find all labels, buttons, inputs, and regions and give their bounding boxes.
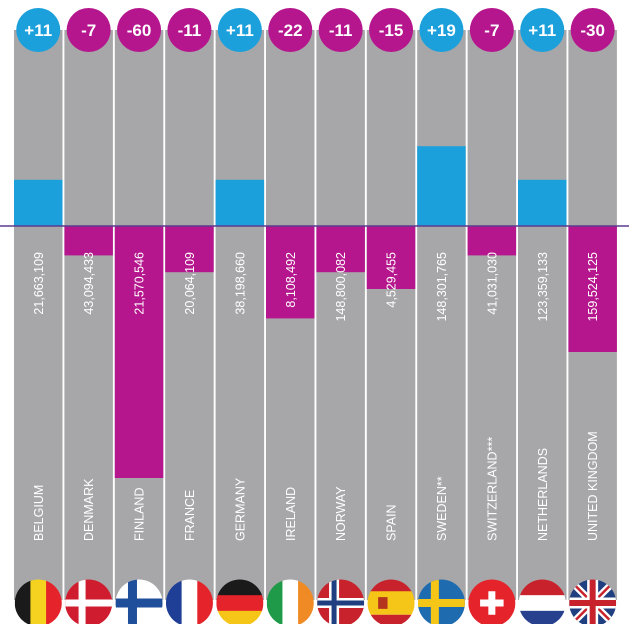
badge-label-0: +11 <box>24 21 52 40</box>
france-flag <box>165 579 213 624</box>
value-label-6: 148,800,082 <box>334 252 348 322</box>
badge-2: -60 <box>117 8 162 52</box>
value-label-8: 148,301,765 <box>435 252 449 322</box>
bar-7 <box>366 226 416 289</box>
badge-circle-2 <box>117 8 162 52</box>
column-4 <box>215 30 265 600</box>
column-3 <box>165 30 214 600</box>
value-label-4: 38,198,660 <box>233 252 247 315</box>
badge-label-5: -22 <box>278 21 303 40</box>
column-8 <box>417 30 466 600</box>
badge-7: -15 <box>369 8 414 52</box>
badge-label-8: +19 <box>427 21 456 40</box>
badge-3: -11 <box>167 8 212 52</box>
belgium-flag <box>14 579 62 624</box>
switzerland-flag <box>468 579 516 624</box>
badge-0: +11 <box>16 8 61 52</box>
value-label-5: 8,108,492 <box>284 252 298 308</box>
country-label-2: FINLAND <box>133 488 147 541</box>
country-label-6: NORWAY <box>334 486 348 541</box>
badge-circle-11 <box>570 8 615 52</box>
bar-0 <box>14 179 63 226</box>
country-label-3: FRANCE <box>183 490 197 541</box>
value-label-10: 123,359,133 <box>536 252 550 322</box>
badge-5: -22 <box>268 8 313 52</box>
country-label-10: NETHERLANDS <box>536 448 550 541</box>
value-label-11: 159,524,125 <box>586 252 600 322</box>
column-9 <box>467 30 517 600</box>
badge-circle-4 <box>217 8 262 52</box>
column-7 <box>366 30 416 600</box>
badge-circle-10 <box>520 8 565 52</box>
bar-10 <box>518 179 567 226</box>
norway-flag <box>317 579 365 624</box>
badge-6: -11 <box>318 8 363 52</box>
country-label-9: SWITZERLAND*** <box>485 437 499 541</box>
badge-label-10: +11 <box>528 21 556 40</box>
badge-11: -30 <box>570 8 615 52</box>
badge-label-9: -7 <box>484 21 499 40</box>
badge-label-7: -15 <box>379 21 404 40</box>
country-label-1: DENMARK <box>82 478 96 541</box>
country-label-0: BELGIUM <box>32 485 46 541</box>
uk-flag <box>569 579 617 624</box>
badge-label-3: -11 <box>178 21 202 40</box>
germany-flag <box>216 579 264 624</box>
country-label-11: UNITED KINGDOM <box>586 431 600 541</box>
country-label-5: IRELAND <box>284 487 298 541</box>
bar-1 <box>64 226 113 256</box>
badge-circle-7 <box>369 8 414 52</box>
badge-label-4: +11 <box>226 21 254 40</box>
bar-11 <box>568 226 617 352</box>
value-label-9: 41,031,030 <box>485 252 499 315</box>
bars-layer <box>14 146 617 478</box>
badge-4: +11 <box>217 8 262 52</box>
country-label-4: GERMANY <box>233 477 247 541</box>
value-label-7: 4,529,455 <box>385 252 399 308</box>
finland-flag <box>115 579 163 624</box>
value-label-1: 43,094,433 <box>82 252 96 315</box>
badge-label-1: -7 <box>81 21 96 40</box>
badge-9: -7 <box>469 8 514 52</box>
badge-circle-6 <box>318 8 363 52</box>
badge-circle-9 <box>469 8 514 52</box>
column-0 <box>14 30 63 600</box>
bar-6 <box>316 226 365 273</box>
badge-circle-3 <box>167 8 212 52</box>
value-label-3: 20,064,109 <box>183 252 197 315</box>
bar-8 <box>417 146 466 226</box>
column-6 <box>316 30 365 600</box>
badge-1: -7 <box>66 8 111 52</box>
bar-2 <box>114 226 164 478</box>
badge-circle-8 <box>419 8 464 52</box>
badge-label-11: -30 <box>580 21 605 40</box>
column-10 <box>518 30 567 600</box>
sweden-flag <box>417 579 465 624</box>
netherlands-flag <box>518 579 566 624</box>
badges-layer: +11 -7 -60 -11 +11 -22 -11 -15 +19 -7 +11 -30 <box>16 8 615 52</box>
badge-label-6: -11 <box>329 21 353 40</box>
columns-layer <box>14 30 617 600</box>
country-label-7: SPAIN <box>385 504 399 541</box>
ireland-flag <box>266 579 314 624</box>
badge-label-2: -60 <box>127 21 152 40</box>
column-1 <box>64 30 113 600</box>
bar-3 <box>165 226 214 273</box>
bar-9 <box>467 226 517 256</box>
value-label-0: 21,663,109 <box>32 252 46 315</box>
bar-5 <box>266 226 315 319</box>
badge-circle-0 <box>16 8 61 52</box>
badge-8: +19 <box>419 8 464 52</box>
badge-circle-1 <box>66 8 111 52</box>
bar-4 <box>215 179 265 226</box>
badge-circle-5 <box>268 8 313 52</box>
flags-layer <box>14 579 617 624</box>
value-label-2: 21,570,546 <box>133 252 147 315</box>
denmark-flag <box>65 579 113 624</box>
badge-10: +11 <box>520 8 565 52</box>
country-label-8: SWEDEN** <box>435 476 449 541</box>
